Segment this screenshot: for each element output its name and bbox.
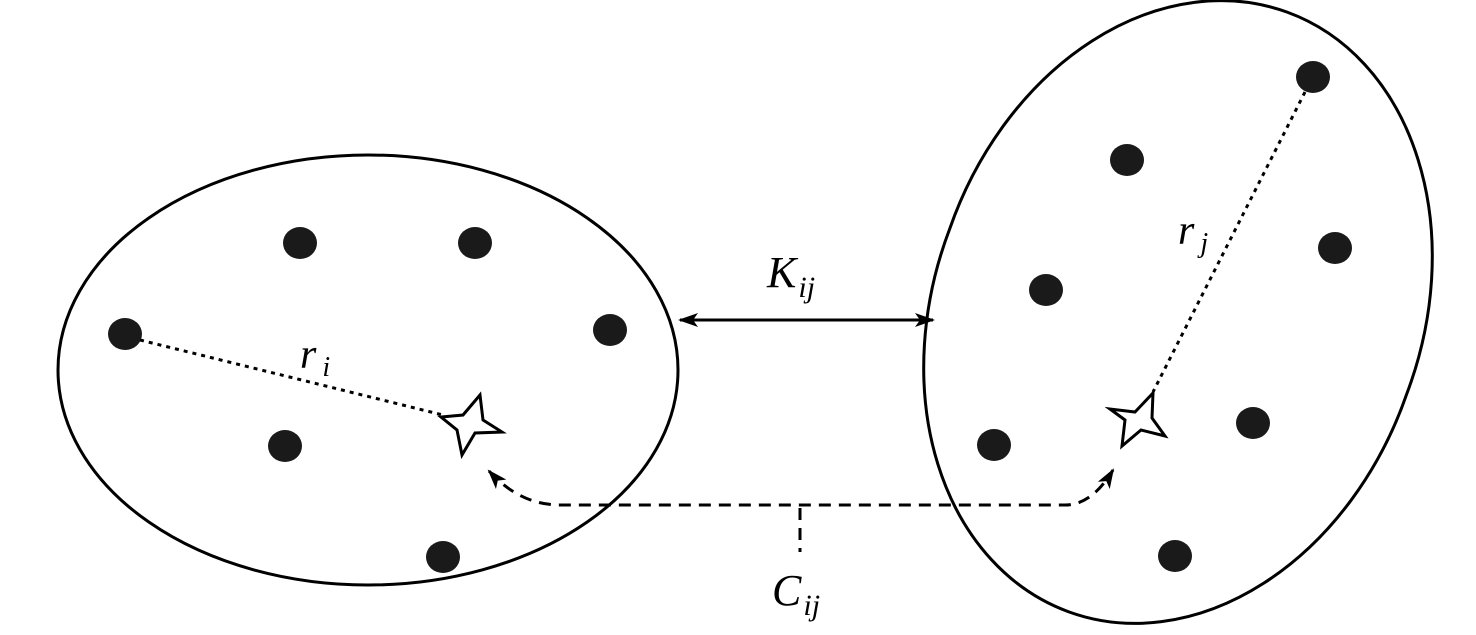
c-ij-label: Cij [772,566,820,622]
data-point [108,318,142,350]
cluster-i-points [108,227,627,573]
k-ij-label: Kij [766,248,815,304]
data-point [1029,274,1063,306]
cluster-i-boundary [56,153,680,587]
data-point [1236,407,1270,439]
centroid-j-star-icon [1104,389,1169,450]
data-point [458,227,492,259]
data-point [977,429,1011,461]
data-point [1110,144,1144,176]
cluster-j-points [977,61,1352,572]
centroid-i-star-icon [437,391,507,460]
cluster-j-boundary [922,0,1434,625]
data-point [1296,61,1330,93]
radius-i-line [139,338,444,417]
data-point [283,227,317,259]
data-point [1158,540,1192,572]
data-point [1318,232,1352,264]
data-point [268,430,302,462]
data-point [426,541,460,573]
data-point [593,314,627,346]
radius-j-line [1151,91,1307,393]
c-ij-dashed-arrow [487,468,1115,507]
